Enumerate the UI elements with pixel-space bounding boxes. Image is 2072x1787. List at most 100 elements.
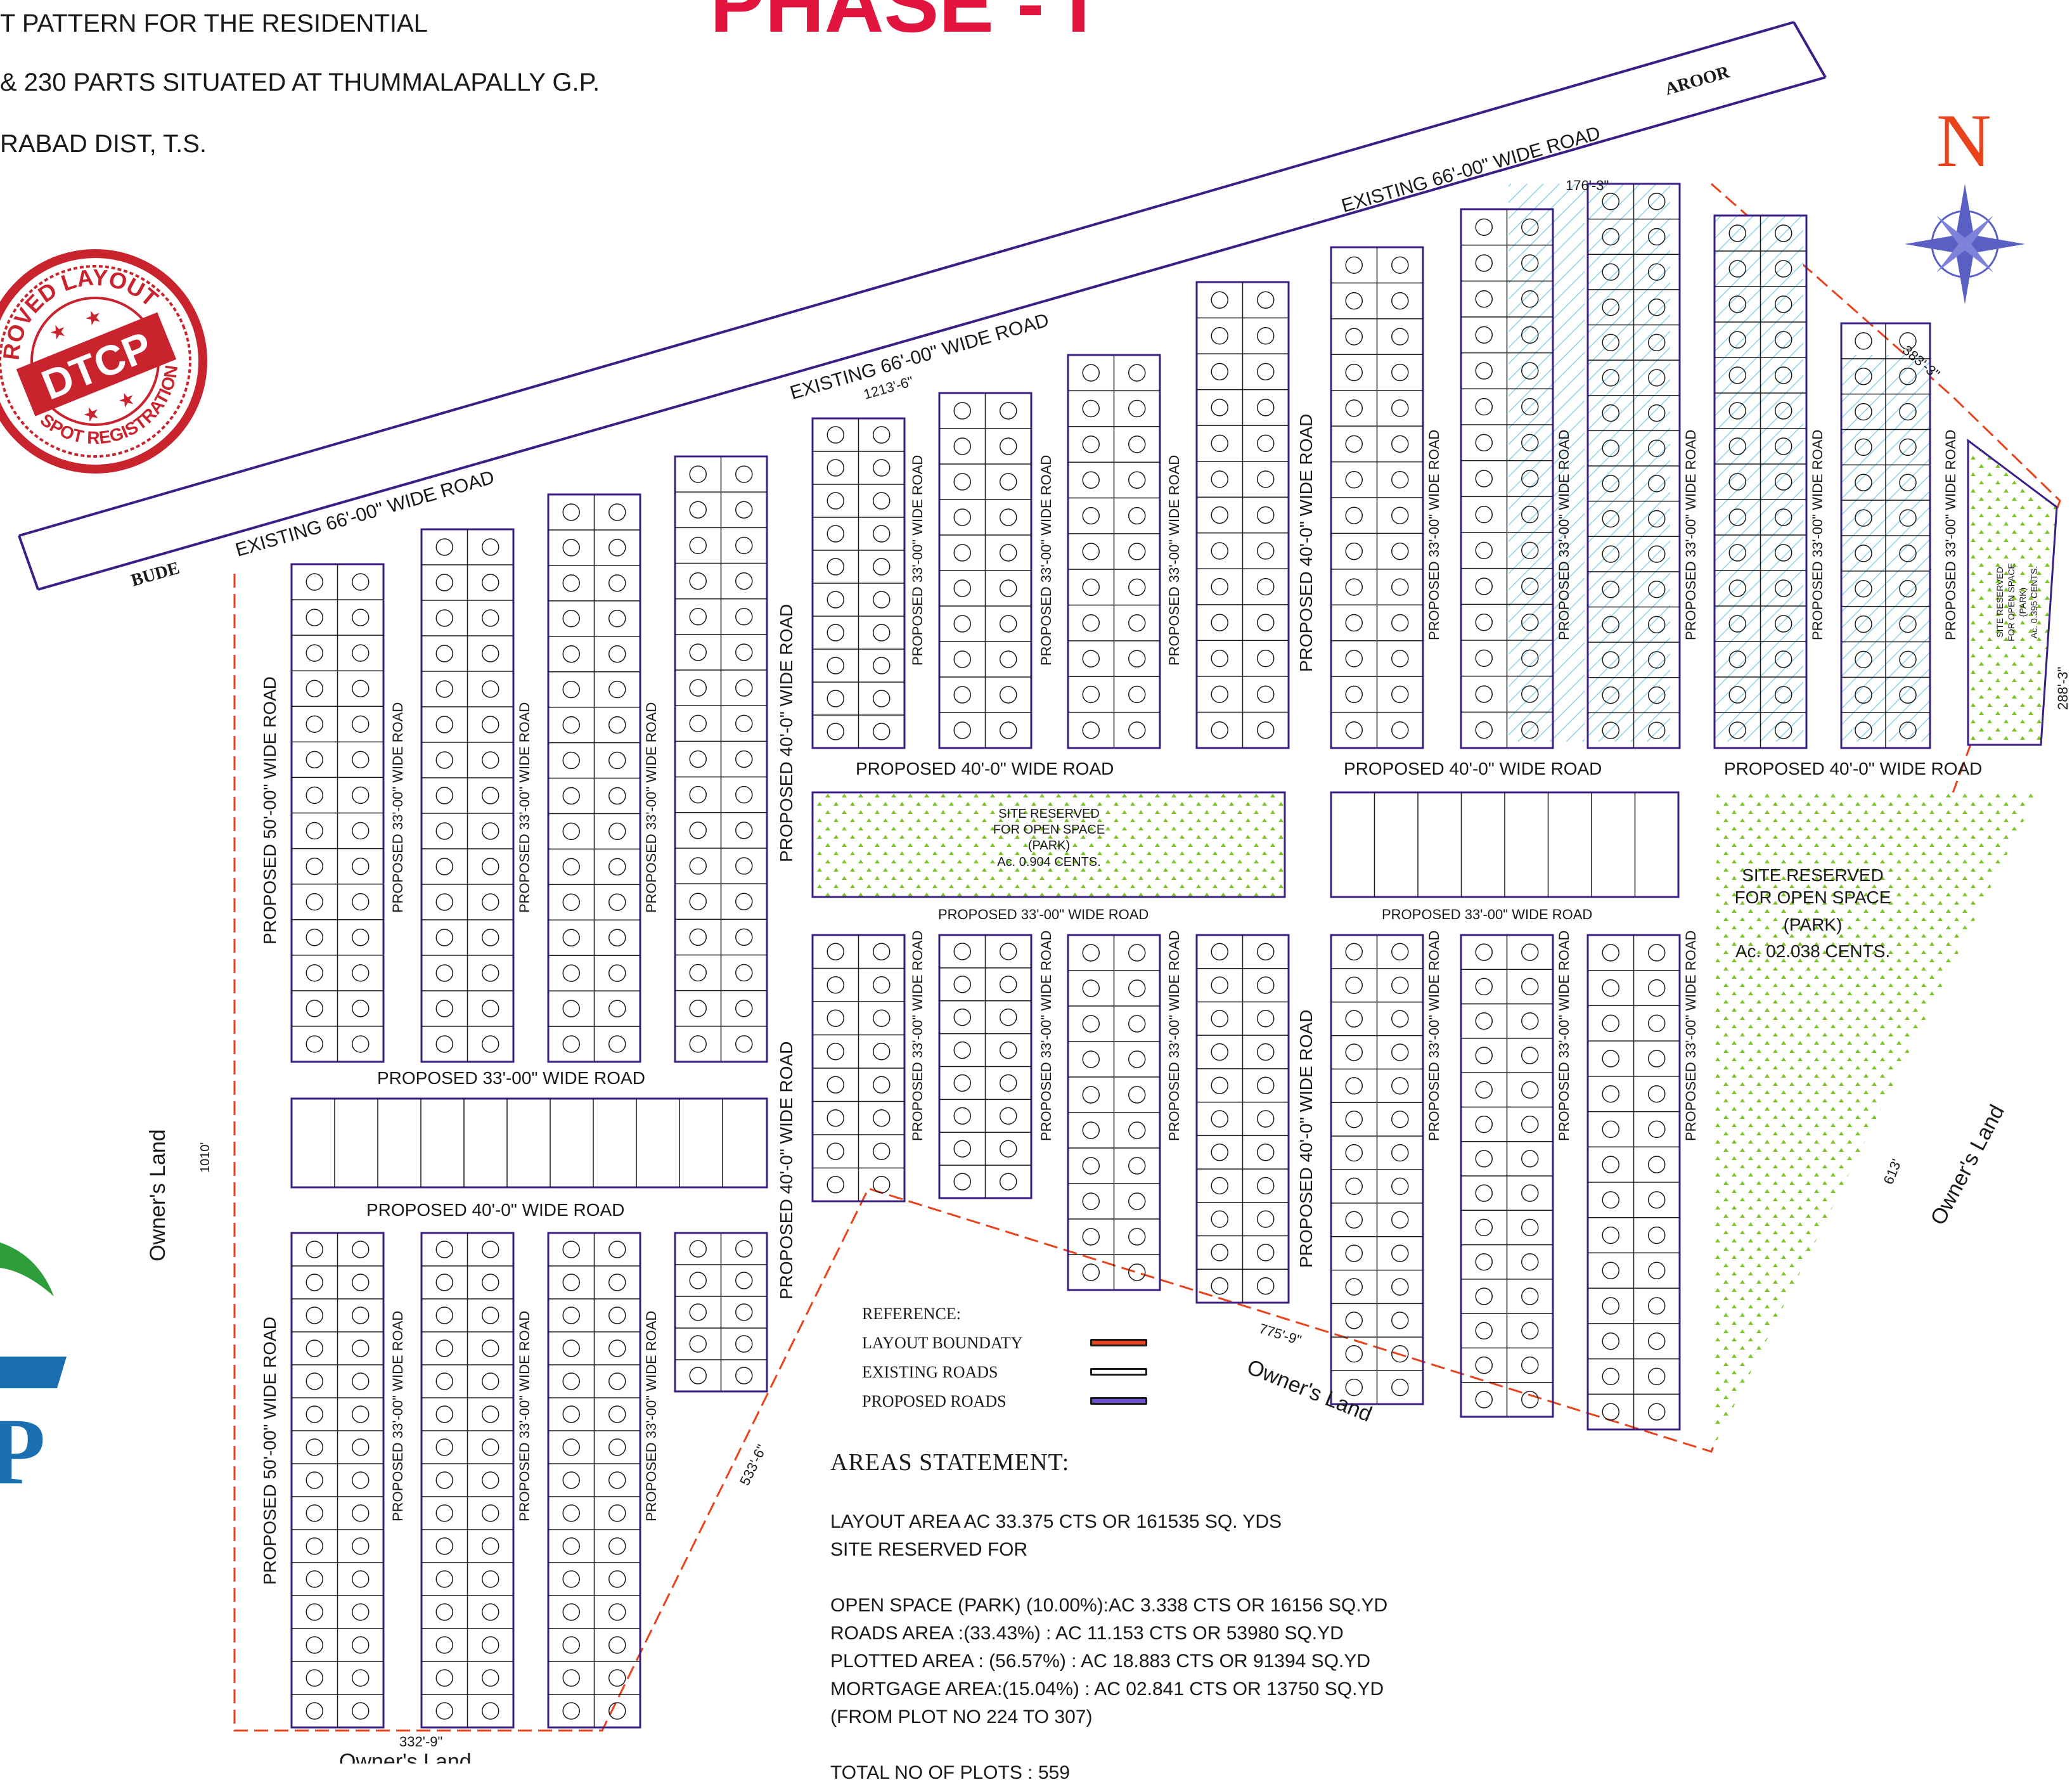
plot-number-marker [735, 1303, 753, 1321]
plot-number-marker [435, 1636, 453, 1654]
plot-number-marker [435, 574, 453, 591]
plot-number-marker [435, 751, 453, 769]
plot-number-marker [1257, 470, 1275, 488]
plot-number-marker [482, 1241, 499, 1258]
plot-number-marker [562, 716, 580, 734]
plot-number-marker [1475, 1047, 1493, 1064]
dim-775: 775'-9" [1258, 1320, 1304, 1348]
plot-number-marker [1475, 1356, 1493, 1374]
road-label-p33-h3: PROPOSED 33'-00" WIDE ROAD [1382, 906, 1592, 922]
plot-number-marker [1521, 1150, 1539, 1168]
plot-number-marker [562, 539, 580, 557]
plot-number-marker [1775, 615, 1792, 633]
plot-number-marker [1257, 1277, 1275, 1295]
plot-number-marker [1521, 362, 1539, 380]
plot-number-marker [1391, 650, 1409, 668]
plot-number-marker [1648, 545, 1666, 563]
plot-number-marker [1211, 577, 1228, 596]
plot-number-marker [1128, 1228, 1146, 1246]
reference-item-proposed: PROPOSED ROADS [862, 1387, 1147, 1416]
road-label-p33-vertical: PROPOSED 33'-00" WIDE ROAD [390, 702, 406, 913]
plot-number-marker [1475, 541, 1493, 560]
plot-number-marker [1211, 434, 1228, 453]
plot-number-marker [435, 716, 453, 733]
plot-number-marker [873, 591, 891, 609]
plot-number-marker [482, 822, 499, 840]
plot-number-marker [1475, 721, 1493, 739]
reference-title: REFERENCE: [862, 1305, 962, 1323]
plot-number-marker [953, 1041, 971, 1059]
plot-number-marker [562, 503, 580, 521]
plot-number-marker [1345, 506, 1363, 524]
dtcp-approved-stamp: ROVED LAYOUT SPOT REGISTRATION DTCP ★ ★ … [0, 238, 207, 474]
areas-layout: LAYOUT AREA AC 33.375 CTS OR 161535 SQ. … [830, 1511, 1282, 1532]
plot-number-marker [435, 858, 453, 875]
plot-number-marker [1728, 508, 1746, 526]
plot-number-marker [306, 751, 323, 769]
plot-number-marker [1082, 471, 1100, 489]
existing-road-band [19, 19, 1825, 590]
plot-number-marker [306, 1241, 323, 1258]
plot-number-marker [953, 579, 971, 597]
plot-number-marker [1648, 979, 1666, 997]
plot-number-marker [1648, 263, 1666, 281]
plot-number-marker [1602, 1156, 1619, 1173]
plot-number-marker [1648, 1297, 1666, 1315]
plot-number-marker [735, 572, 753, 590]
plot-number-marker [1728, 473, 1746, 491]
plot-number-marker [689, 679, 707, 697]
plot-number-marker [1602, 721, 1619, 739]
plot-number-marker [608, 1636, 626, 1654]
plot-number-marker [1000, 650, 1017, 668]
plot-number-marker [1082, 944, 1100, 962]
plot-number-marker [306, 1702, 323, 1720]
plot-number-marker [1391, 542, 1409, 560]
plot-number-marker [562, 1669, 580, 1687]
plot-number-marker [1391, 435, 1409, 453]
plot-number-marker [1521, 577, 1539, 595]
plot-number-marker [1521, 1322, 1539, 1340]
plot-number-marker [1521, 1184, 1539, 1202]
plot-number-marker [306, 1438, 323, 1456]
plot-number-marker [352, 964, 370, 982]
plot-number-marker [352, 1570, 370, 1588]
road-label-p50-b: PROPOSED 50'-00" WIDE ROAD [260, 1317, 280, 1585]
plot-number-marker [562, 1702, 580, 1720]
plot-number-marker [1082, 543, 1100, 560]
plot-number-marker [1257, 1076, 1275, 1095]
plot-number-marker [1899, 509, 1917, 527]
plot-band [290, 1097, 768, 1189]
plot-number-marker [1128, 364, 1146, 382]
plot-number-marker [306, 1000, 323, 1017]
plot-number-marker [735, 714, 753, 733]
plot-number-marker [735, 679, 753, 697]
plot-number-marker [352, 1372, 370, 1390]
plot-number-marker [352, 1438, 370, 1456]
plot-number-marker [352, 644, 370, 662]
plot-number-marker [953, 650, 971, 668]
plot-number-marker [953, 615, 971, 633]
plot-number-marker [352, 715, 370, 733]
plot-number-marker [1648, 686, 1666, 704]
plot-number-marker [1521, 1253, 1539, 1271]
road-label-p33-vertical: PROPOSED 33'-00" WIDE ROAD [1038, 455, 1054, 666]
plot-number-marker [1521, 541, 1539, 560]
park3-line1: SITE RESERVED [1995, 567, 2005, 638]
plot-number-marker [1602, 545, 1619, 563]
road-label-p40-h2: PROPOSED 40'-0" WIDE ROAD [1344, 759, 1602, 778]
plot-number-marker [608, 1339, 626, 1357]
plot-number-marker [1345, 1244, 1363, 1262]
park1-line2: FOR OPEN SPACE [993, 823, 1105, 837]
plot-number-marker [1602, 1261, 1619, 1280]
plot-number-marker [1475, 943, 1493, 961]
plot-number-marker [306, 1339, 323, 1357]
phase-title: PHASE - I [710, 0, 1090, 49]
plot-number-marker [873, 1109, 891, 1127]
plot-number-marker [1000, 1074, 1017, 1092]
plot-number-marker [873, 723, 891, 740]
layout-boundary [233, 183, 2061, 1732]
plot-number-marker [1602, 580, 1619, 598]
plot-number-marker [1728, 721, 1746, 739]
plot-number-marker [1775, 402, 1792, 420]
